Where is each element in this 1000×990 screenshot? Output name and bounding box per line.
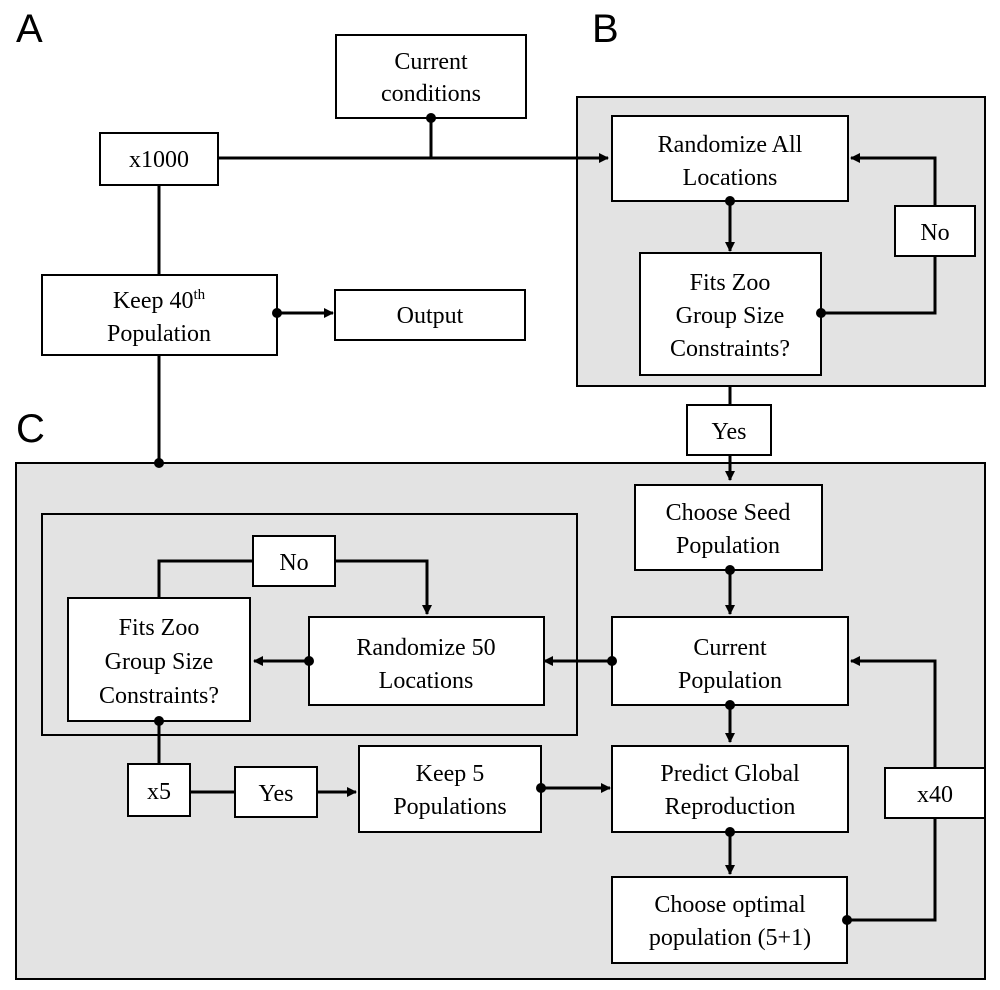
box-current-conditions: Current conditions [335,34,527,119]
section-label-c: C [16,407,45,451]
box-randomize-all: Randomize All Locations [611,115,849,202]
box-choose-optimal: Choose optimal population (5+1) [611,876,848,964]
yes-bc-label: Yes [712,419,747,445]
randomize-all-line1: Randomize All [658,132,803,158]
x5-label: x5 [147,779,171,805]
box-x5: x5 [127,763,191,817]
current-population-line2: Population [678,668,782,694]
connector-dots [154,113,852,925]
box-predict-global: Predict Global Reproduction [611,745,849,833]
box-keep-40th: Keep 40th Population [41,274,278,356]
fits-c-line1: Fits Zoo [119,615,200,641]
box-x40: x40 [884,767,986,819]
inner-panel-c [41,513,578,736]
predict-global-line2: Reproduction [665,794,796,820]
box-no-b: No [894,205,976,257]
box-x1000: x1000 [99,132,219,186]
keep-40th-line2: Population [107,321,211,347]
fits-b-line2: Group Size [676,303,785,329]
fits-b-line1: Fits Zoo [690,270,771,296]
choose-seed-line2: Population [676,533,780,559]
box-no-c: No [252,535,336,587]
predict-global-line1: Predict Global [660,761,800,787]
yes-c-label: Yes [259,781,294,807]
box-yes-c: Yes [234,766,318,818]
x1000-label: x1000 [129,147,189,173]
keep-5-line1: Keep 5 [416,761,485,787]
keep-40th-line1: Keep 40th [113,287,206,314]
box-keep-5: Keep 5 Populations [358,745,542,833]
randomize-50-line1: Randomize 50 [356,635,495,661]
box-randomize-50: Randomize 50 Locations [308,616,545,706]
box-output: Output [334,289,526,341]
section-label-a: A [16,7,43,51]
output-label: Output [397,303,464,329]
box-yes-bc: Yes [686,404,772,456]
section-label-b: B [592,7,619,51]
keep-5-line2: Populations [393,794,506,820]
choose-optimal-line1: Choose optimal [654,892,806,918]
fits-b-line3: Constraints? [670,336,790,362]
box-current-population: Current Population [611,616,849,706]
current-population-line1: Current [693,635,767,661]
current-conditions-line1: Current [394,49,468,75]
fits-c-line3: Constraints? [99,683,219,709]
randomize-50-line2: Locations [379,668,474,694]
current-conditions-line2: conditions [381,81,481,107]
fits-c-line2: Group Size [105,649,214,675]
choose-seed-line1: Choose Seed [666,500,791,526]
randomize-all-line2: Locations [683,165,778,191]
choose-optimal-line2: population (5+1) [649,925,811,951]
box-fits-b: Fits Zoo Group Size Constraints? [639,252,822,376]
no-b-label: No [920,220,949,246]
no-c-label: No [279,550,308,576]
box-fits-c: Fits Zoo Group Size Constraints? [67,597,251,722]
x40-label: x40 [917,782,953,808]
box-choose-seed: Choose Seed Population [634,484,823,571]
